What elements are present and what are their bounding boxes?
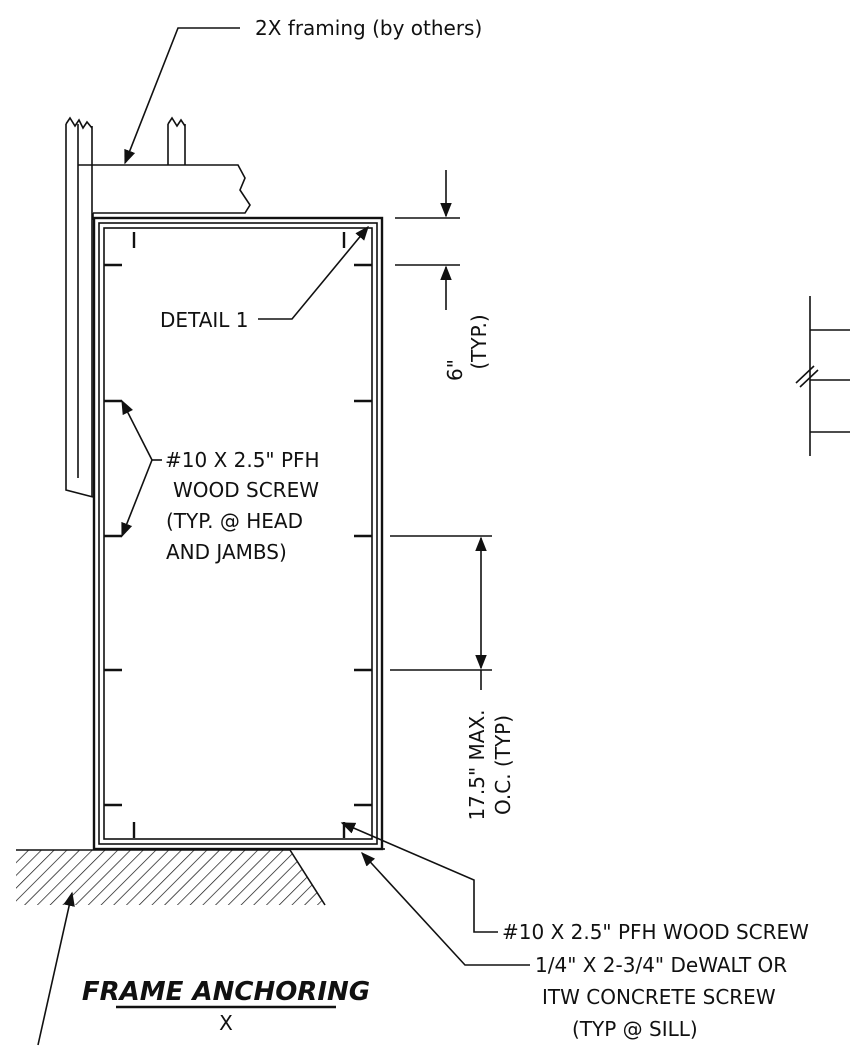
detail-1-label: DETAIL 1 [160,308,249,332]
drawing-title: FRAME ANCHORING [82,977,370,1007]
framing-label: 2X framing (by others) [255,16,482,40]
jamb-screw-line-4: AND JAMBS) [166,540,287,564]
spacing-6in-note: (TYP.) [467,314,491,369]
dimension-6in [395,170,460,310]
jamb-screw-line-3: (TYP. @ HEAD [166,509,303,533]
wall-framing [65,116,251,498]
sill-concrete-line-3: (TYP @ SILL) [572,1017,698,1041]
spacing-6in-label: 6" [443,359,467,381]
frame-outline [92,216,384,851]
spacing-max-line-2: O.C. (TYP) [491,715,515,815]
sill-concrete-line-2: ITW CONCRETE SCREW [542,985,776,1009]
sill-wood-screw-label: #10 X 2.5" PFH WOOD SCREW [502,920,809,944]
partial-adjacent-detail [795,296,850,456]
concrete-slab [16,849,326,906]
sill-concrete-line-1: 1/4" X 2-3/4" DeWALT OR [535,953,787,977]
jamb-screw-line-1: #10 X 2.5" PFH [165,448,320,472]
spacing-max-line-1: 17.5" MAX. [465,709,489,820]
drawing-subtitle: X [219,1011,233,1035]
jamb-screw-line-2: WOOD SCREW [173,478,319,502]
leader-lines [37,27,530,1046]
dimension-17-5in [390,535,492,690]
